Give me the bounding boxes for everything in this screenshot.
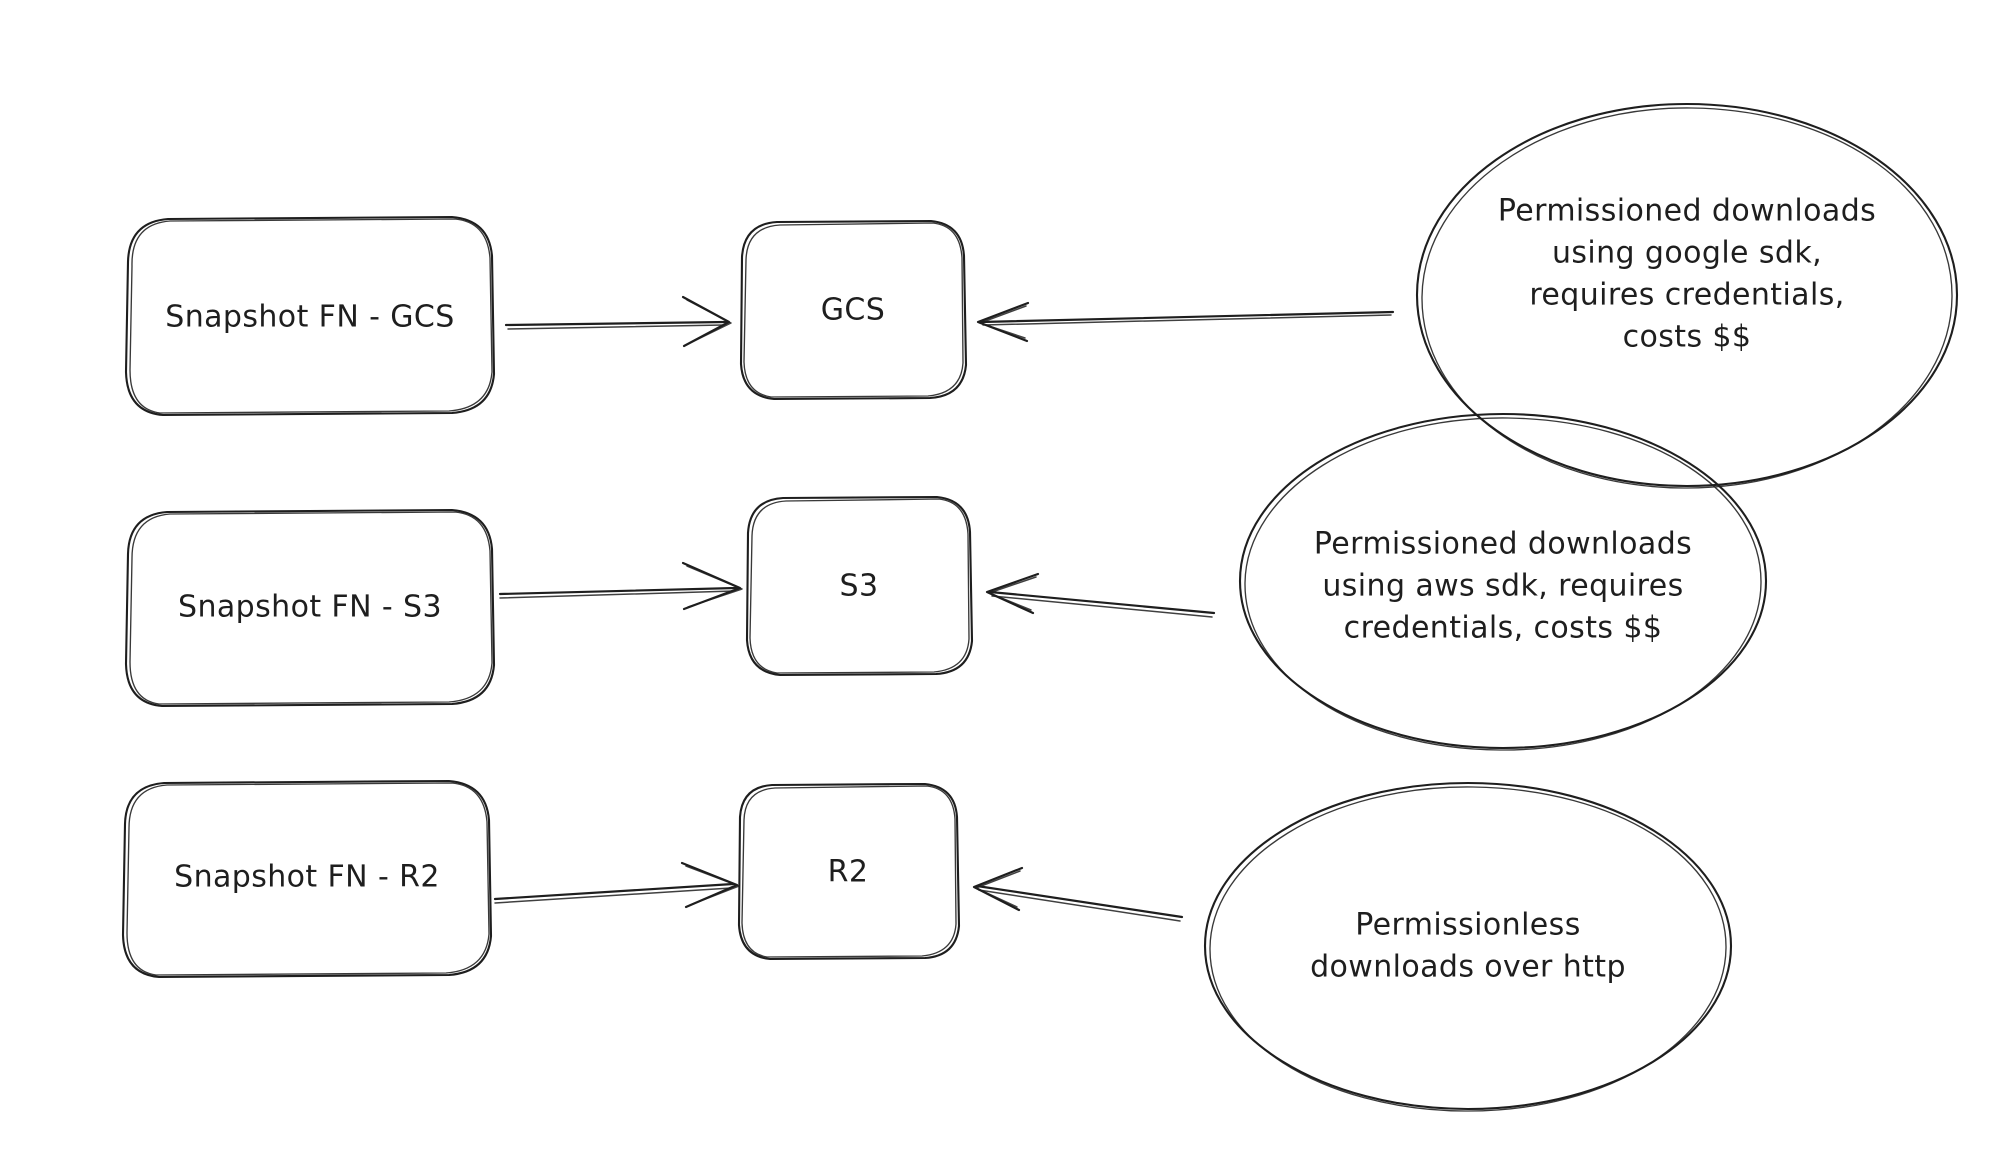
node-snapshot-fn-s3[interactable]: Snapshot FN - S3: [124, 508, 496, 708]
note-r2-line-2: downloads over http: [1310, 950, 1626, 985]
note-s3-line-2: using aws sdk, requires: [1322, 569, 1683, 604]
note-gcs[interactable]: Permissioned downloads using google sdk,…: [1415, 102, 1959, 489]
node-label-snapshot-fn-s3: Snapshot FN - S3: [178, 590, 442, 625]
node-s3[interactable]: S3: [745, 495, 974, 677]
node-snapshot-fn-r2[interactable]: Snapshot FN - R2: [121, 779, 493, 979]
edge-snapshot-r2-to-r2[interactable]: [493, 861, 740, 909]
node-label-snapshot-fn-gcs: Snapshot FN - GCS: [165, 300, 454, 335]
edge-note-gcs-to-gcs[interactable]: [976, 301, 1395, 343]
node-label-gcs: GCS: [821, 293, 885, 328]
edge-snapshot-gcs-to-gcs[interactable]: [504, 295, 732, 348]
note-r2-line-1: Permissionless: [1355, 908, 1580, 943]
edge-note-r2-to-r2[interactable]: [972, 866, 1184, 922]
node-label-snapshot-fn-r2: Snapshot FN - R2: [174, 860, 440, 895]
note-r2[interactable]: Permissionless downloads over http: [1203, 781, 1733, 1112]
note-gcs-line-4: costs $$: [1623, 320, 1752, 355]
node-label-r2: R2: [828, 855, 869, 890]
node-gcs[interactable]: GCS: [739, 219, 968, 401]
edge-note-s3-to-s3[interactable]: [985, 572, 1216, 618]
node-r2[interactable]: R2: [737, 782, 961, 961]
note-gcs-line-2: using google sdk,: [1552, 236, 1822, 271]
note-gcs-line-1: Permissioned downloads: [1498, 194, 1876, 229]
node-label-s3: S3: [840, 569, 879, 604]
edge-snapshot-s3-to-s3[interactable]: [498, 561, 743, 611]
note-s3-line-1: Permissioned downloads: [1314, 527, 1692, 562]
note-gcs-line-3: requires credentials,: [1529, 278, 1844, 313]
node-snapshot-fn-gcs[interactable]: Snapshot FN - GCS: [124, 215, 496, 417]
note-s3[interactable]: Permissioned downloads using aws sdk, re…: [1238, 412, 1768, 751]
note-s3-line-3: credentials, costs $$: [1344, 611, 1663, 646]
